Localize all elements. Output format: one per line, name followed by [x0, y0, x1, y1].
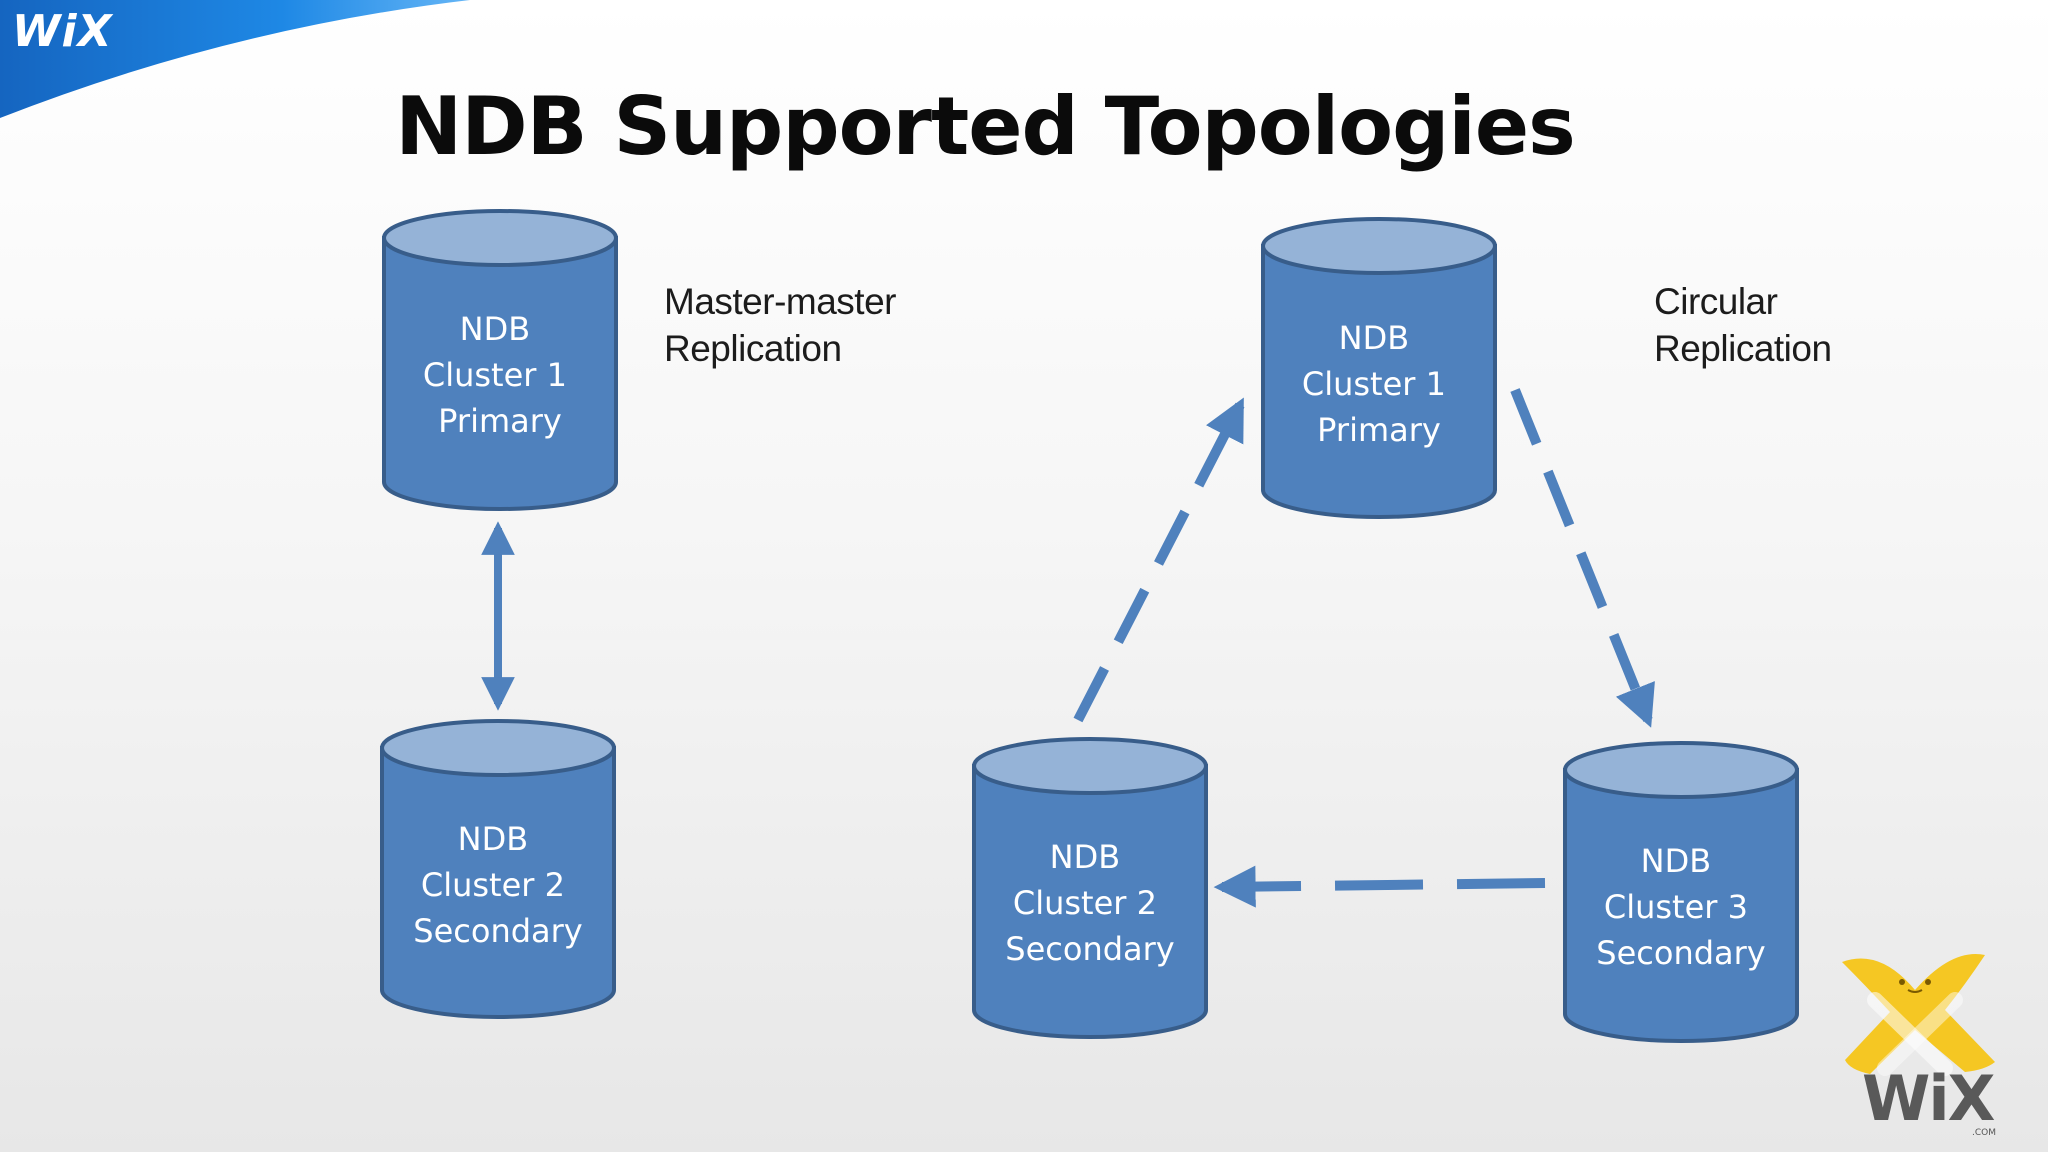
node-label-line: Cluster 1 — [1302, 365, 1446, 403]
node-label-line: NDB — [1339, 319, 1410, 357]
node-label-line: Secondary — [413, 912, 582, 950]
node-label-line: NDB — [1050, 838, 1121, 876]
node-label-line: NDB — [458, 820, 529, 858]
svg-text:NDB Cluster 2: NDB Cluster 2 Secondary — [1005, 838, 1174, 968]
node-label-line: Cluster 1 — [423, 356, 567, 394]
replication-arrow-cluster1-to-cluster3 — [1510, 388, 1655, 728]
wix-logo-subtext: .COM — [1972, 1128, 1996, 1138]
svg-text:NDB Cluster 1: NDB Cluster 1 Primary — [423, 310, 577, 440]
node-label-line: Cluster 2 — [1013, 884, 1157, 922]
node-label-line: Cluster 2 — [421, 866, 565, 904]
caption-line: Circular — [1654, 281, 1778, 322]
page-title: NDB Supported Topologies — [395, 80, 1575, 173]
node-label-line: Primary — [1317, 411, 1441, 449]
node-label-line: Secondary — [1596, 934, 1765, 972]
caption-line: Master-master — [664, 281, 896, 322]
replication-arrow-cluster2-to-cluster1 — [1073, 397, 1245, 723]
cylinder-right-cluster3-secondary: NDB Cluster 3 Secondary — [1563, 741, 1799, 1043]
wix-logo-bottom: WiX — [1862, 1062, 1995, 1135]
node-label-line: NDB — [460, 310, 531, 348]
node-label-line: Primary — [438, 402, 562, 440]
node-label-line: Cluster 3 — [1604, 888, 1748, 926]
caption-circular: Circular Replication — [1654, 278, 1832, 372]
node-label-line: Secondary — [1005, 930, 1174, 968]
cylinder-right-cluster2-secondary: NDB Cluster 2 Secondary — [972, 737, 1208, 1039]
svg-text:NDB Cluster 1: NDB Cluster 1 Primary — [1302, 319, 1456, 449]
cylinder-left-cluster2-secondary: NDB Cluster 2 Secondary — [380, 719, 616, 1019]
svg-text:NDB Cluster 3: NDB Cluster 3 Secondary — [1596, 842, 1765, 972]
replication-arrow-cluster3-to-cluster2 — [1213, 865, 1546, 908]
wix-logo-top: WiX — [12, 6, 113, 57]
header-band — [0, 0, 470, 118]
wix-mascot-icon — [1842, 954, 1995, 1076]
caption-line: Replication — [1654, 328, 1832, 369]
node-label-line: NDB — [1641, 842, 1712, 880]
cylinder-right-cluster1-primary: NDB Cluster 1 Primary — [1261, 217, 1497, 519]
caption-master-master: Master-master Replication — [664, 278, 896, 372]
svg-text:NDB Cluster 2: NDB Cluster 2 Secondary — [413, 820, 582, 950]
cylinder-left-cluster1-primary: NDB Cluster 1 Primary NDB — [382, 209, 618, 511]
caption-line: Replication — [664, 328, 842, 369]
